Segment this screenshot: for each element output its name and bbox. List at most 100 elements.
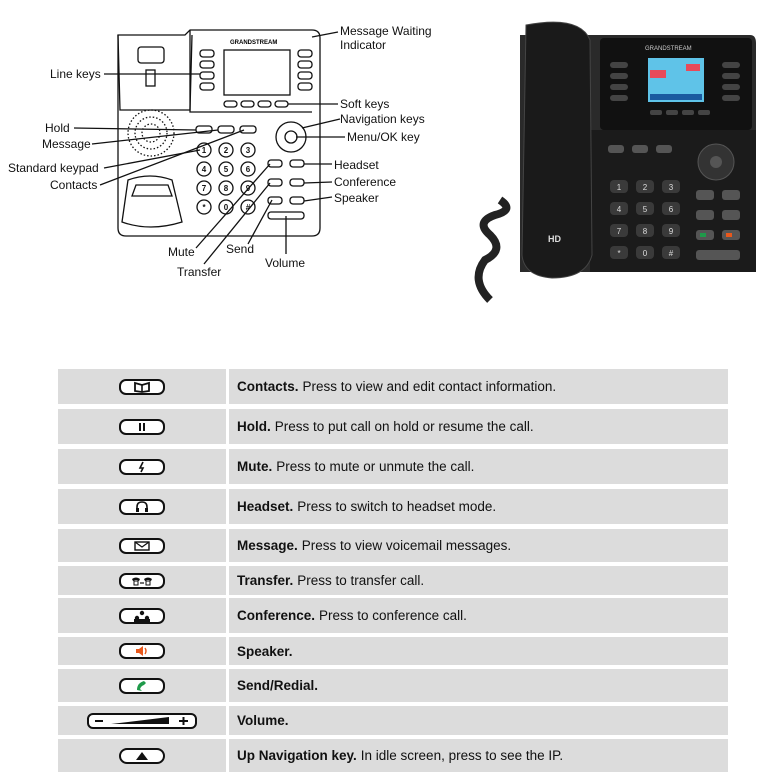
callout-hold: Hold xyxy=(45,121,70,135)
photo-keypad-key xyxy=(636,202,654,215)
key-description-cell: Up Navigation key.In idle screen, press … xyxy=(229,739,728,772)
key-icon-cell xyxy=(58,449,226,484)
key-description-cell: Contacts.Press to view and edit contact … xyxy=(229,369,728,404)
key-name: Conference. xyxy=(237,608,316,623)
key-row: Volume. xyxy=(58,706,728,735)
keypad-key xyxy=(196,161,212,177)
photo-keypad-label: * xyxy=(617,249,620,258)
key-name: Mute. xyxy=(237,459,273,474)
keypad-key-label: 2 xyxy=(224,146,229,155)
photo-keypad-key xyxy=(610,224,628,237)
keypad-key-label: 8 xyxy=(224,184,229,193)
callout-contacts: Contacts xyxy=(50,178,98,192)
callout-transfer: Transfer xyxy=(177,265,222,279)
key-row: Up Navigation key.In idle screen, press … xyxy=(58,739,728,772)
keypad-key-label: 5 xyxy=(224,165,229,174)
photo-keypad-key xyxy=(610,246,628,259)
key-icon-cell xyxy=(58,369,226,404)
conference-icon xyxy=(119,607,165,624)
key-description-cell: Mute.Press to mute or unmute the call. xyxy=(229,449,728,484)
key-row: Contacts.Press to view and edit contact … xyxy=(58,369,728,404)
key-description-cell: Headset.Press to switch to headset mode. xyxy=(229,489,728,524)
contacts-icon xyxy=(119,378,165,395)
mute-icon xyxy=(119,458,165,475)
key-row: Send/Redial. xyxy=(58,669,728,702)
keypad-key-label: 3 xyxy=(246,146,251,155)
photo-keypad-label: 3 xyxy=(669,183,674,192)
callout-volume: Volume xyxy=(265,256,306,270)
keypad-key-label: 1 xyxy=(202,146,207,155)
keypad-key-label: * xyxy=(202,203,206,212)
callout-send: Send xyxy=(226,242,255,256)
up-navigation-icon xyxy=(119,747,165,764)
photo-keypad-label: 0 xyxy=(643,249,648,258)
key-description: In idle screen, press to see the IP. xyxy=(360,748,564,763)
keypad-key xyxy=(218,161,234,177)
headset-icon xyxy=(119,498,165,515)
callout-menu-ok-key: Menu/OK key xyxy=(347,130,420,144)
photo-keypad-label: 6 xyxy=(669,205,674,214)
key-description: Press to switch to headset mode. xyxy=(297,499,497,514)
photo-keypad-label: 8 xyxy=(643,227,648,236)
key-description-cell: Send/Redial. xyxy=(229,669,728,702)
key-description-cell: Speaker. xyxy=(229,637,728,665)
photo-keypad-label: 1 xyxy=(617,183,622,192)
key-icon-cell xyxy=(58,409,226,444)
key-row: Message.Press to view voicemail messages… xyxy=(58,529,728,562)
key-description-cell: Hold.Press to put call on hold or resume… xyxy=(229,409,728,444)
key-description: Press to mute or unmute the call. xyxy=(276,459,475,474)
keypad-key xyxy=(196,199,212,215)
key-description: Press to view and edit contact informati… xyxy=(302,379,557,394)
key-icon-cell xyxy=(58,637,226,665)
key-row: Hold.Press to put call on hold or resume… xyxy=(58,409,728,444)
keypad-key xyxy=(240,161,256,177)
hd-label: HD xyxy=(548,234,561,244)
keypad-key-label: # xyxy=(246,203,251,212)
brand-label: GRANDSTREAM xyxy=(230,40,277,46)
key-icon-cell xyxy=(58,529,226,562)
key-description-cell: Message.Press to view voicemail messages… xyxy=(229,529,728,562)
key-icon-cell xyxy=(58,706,226,735)
message-icon xyxy=(119,537,165,554)
key-row: Transfer.Press to transfer call. xyxy=(58,566,728,595)
callout-speaker: Speaker xyxy=(334,191,379,205)
send-redial-icon xyxy=(119,677,165,694)
key-name: Volume. xyxy=(237,713,289,728)
key-row: Speaker. xyxy=(58,637,728,665)
key-name: Headset. xyxy=(237,499,294,514)
key-icon-cell xyxy=(58,489,226,524)
hold-icon xyxy=(119,418,165,435)
key-icon-cell xyxy=(58,739,226,772)
photo-keypad-key xyxy=(610,180,628,193)
photo-keypad-key xyxy=(662,246,680,259)
key-description: Press to transfer call. xyxy=(297,573,425,588)
key-name: Contacts. xyxy=(237,379,299,394)
key-icon-cell xyxy=(58,669,226,702)
callout-soft-keys: Soft keys xyxy=(340,97,390,111)
key-icon-cell xyxy=(58,598,226,633)
photo-keypad-key xyxy=(662,180,680,193)
callout-navigation-keys: Navigation keys xyxy=(340,112,425,126)
keypad-key-label: 7 xyxy=(202,184,207,193)
volume-icon xyxy=(87,712,197,729)
photo-keypad-key xyxy=(636,180,654,193)
photo-keypad-key xyxy=(636,224,654,237)
keypad-key xyxy=(196,180,212,196)
callout-conference: Conference xyxy=(334,175,397,189)
key-name: Message. xyxy=(237,538,298,553)
key-description: Press to conference call. xyxy=(319,608,467,623)
keypad-key-label: 0 xyxy=(224,203,229,212)
callout-line-keys: Line keys xyxy=(50,67,101,81)
photo-keypad-key xyxy=(610,202,628,215)
keypad-key xyxy=(240,199,256,215)
key-description: Press to put call on hold or resume the … xyxy=(274,419,534,434)
key-description-cell: Transfer.Press to transfer call. xyxy=(229,566,728,595)
key-icon-cell xyxy=(58,566,226,595)
callout-headset: Headset xyxy=(334,158,379,172)
keypad-key-label: 6 xyxy=(246,165,251,174)
photo-keypad-key xyxy=(636,246,654,259)
keypad-key xyxy=(218,180,234,196)
key-row: Conference.Press to conference call. xyxy=(58,598,728,633)
key-name: Transfer. xyxy=(237,573,294,588)
